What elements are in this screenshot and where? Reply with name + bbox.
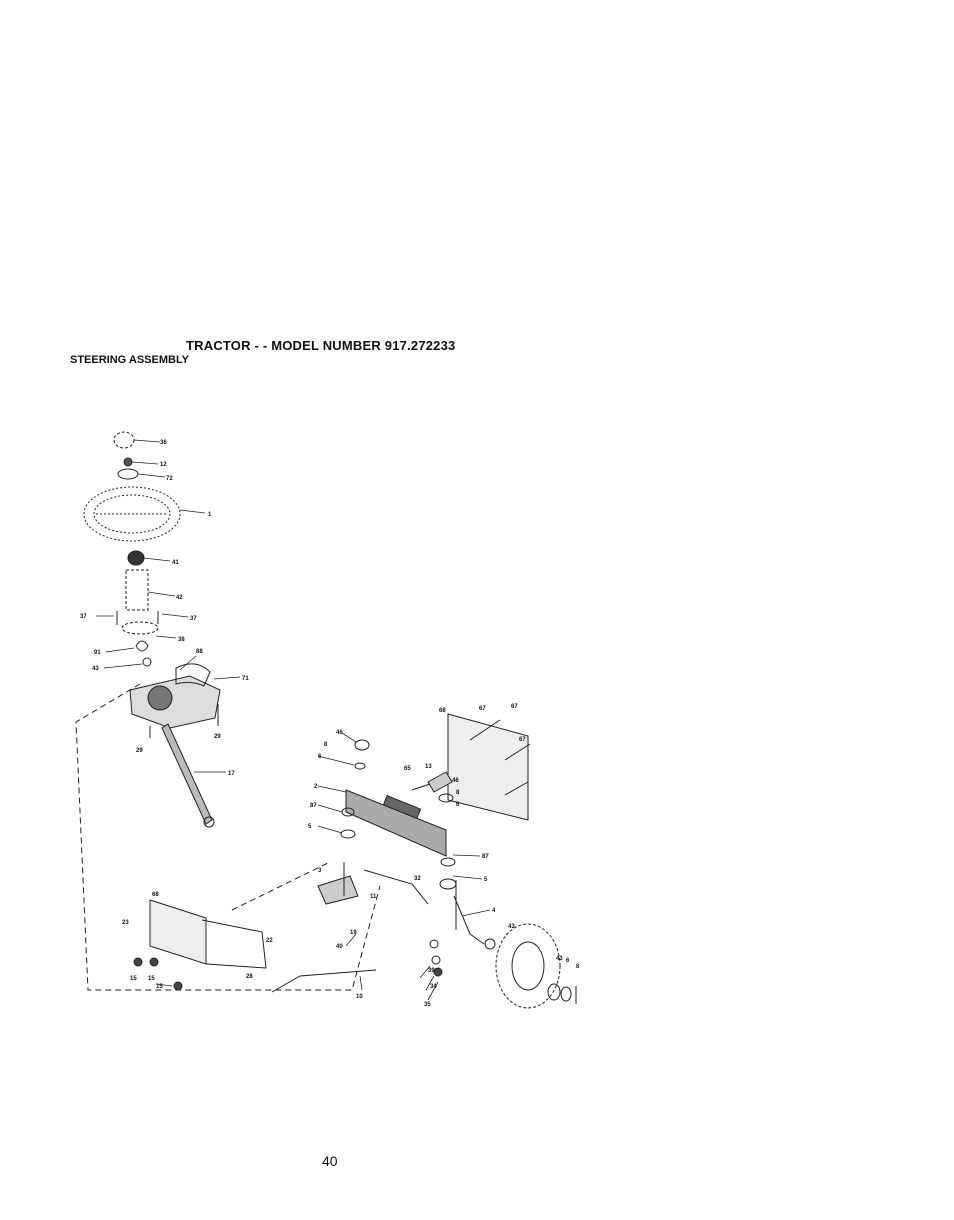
part-label-29-right: 29 bbox=[214, 734, 221, 740]
part-label-67-c: 67 bbox=[519, 737, 526, 743]
part-label-38: 38 bbox=[178, 637, 185, 643]
part-label-39: 39 bbox=[428, 968, 435, 974]
front-wheel bbox=[495, 923, 561, 1009]
part-label-19: 19 bbox=[350, 930, 357, 936]
part-label-2: 2 bbox=[314, 784, 318, 790]
steering-wheel bbox=[83, 486, 181, 542]
part-label-6-left: 6 bbox=[318, 754, 322, 760]
page-number: 40 bbox=[322, 1153, 338, 1169]
steering-bracket bbox=[149, 899, 207, 965]
part-label-43-right: 43 bbox=[508, 924, 515, 930]
part-label-68-bracket: 68 bbox=[152, 892, 159, 898]
part-label-1: 1 bbox=[208, 512, 212, 518]
part-label-15-b: 15 bbox=[148, 976, 155, 982]
part-label-22: 22 bbox=[266, 938, 273, 944]
part-label-23: 23 bbox=[122, 920, 129, 926]
part-label-6-right: 6 bbox=[456, 802, 460, 808]
part-label-17: 17 bbox=[228, 771, 235, 777]
part-label-37-left: 37 bbox=[80, 614, 87, 620]
part-label-5-left: 5 bbox=[308, 824, 312, 830]
part-label-65: 65 bbox=[404, 766, 411, 772]
part-label-36: 36 bbox=[160, 440, 167, 446]
part-label-42: 42 bbox=[176, 595, 183, 601]
steering-shaft bbox=[161, 723, 213, 825]
part-label-32: 32 bbox=[414, 876, 421, 882]
part-label-10: 10 bbox=[356, 994, 363, 1000]
part-label-15-c: 15 bbox=[156, 984, 163, 990]
part-label-91: 91 bbox=[94, 650, 101, 656]
part-label-71: 71 bbox=[242, 676, 249, 682]
part-label-72: 72 bbox=[166, 476, 173, 482]
part-label-41: 41 bbox=[172, 560, 179, 566]
part-label-4: 4 bbox=[492, 908, 496, 914]
page-title: TRACTOR - - MODEL NUMBER 917.272233 bbox=[186, 338, 456, 353]
part-label-8-left: 8 bbox=[324, 742, 328, 748]
part-label-37-right: 37 bbox=[190, 616, 197, 622]
part-label-46-right: 46 bbox=[452, 778, 459, 784]
section-title: STEERING ASSEMBLY bbox=[70, 354, 189, 366]
part-label-8-right: 8 bbox=[456, 790, 460, 796]
part-label-87-right: 87 bbox=[482, 854, 489, 860]
part-label-43-wheel: 43 bbox=[556, 956, 563, 962]
part-label-6-wheel: 6 bbox=[566, 958, 570, 964]
part-label-34: 34 bbox=[430, 984, 437, 990]
part-label-43: 43 bbox=[92, 666, 99, 672]
part-label-68-top: 68 bbox=[439, 708, 446, 714]
part-label-3: 3 bbox=[318, 868, 322, 874]
part-label-15-a: 15 bbox=[130, 976, 137, 982]
part-label-11: 11 bbox=[370, 894, 377, 900]
part-label-88: 88 bbox=[196, 649, 203, 655]
part-label-13: 13 bbox=[425, 764, 432, 770]
part-label-35: 35 bbox=[424, 1002, 431, 1008]
steering-gear bbox=[129, 675, 221, 729]
part-label-46-left: 46 bbox=[336, 730, 343, 736]
part-label-67-b: 67 bbox=[511, 704, 518, 710]
part-label-28: 28 bbox=[246, 974, 253, 980]
steering-cap bbox=[113, 431, 135, 449]
part-label-12: 12 bbox=[160, 462, 167, 468]
part-label-40: 40 bbox=[336, 944, 343, 950]
part-label-87-left: 87 bbox=[310, 803, 317, 809]
part-label-5-right: 5 bbox=[484, 877, 488, 883]
part-label-67-a: 67 bbox=[479, 706, 486, 712]
part-label-8-wheel: 8 bbox=[576, 964, 580, 970]
part-label-29-left: 29 bbox=[136, 748, 143, 754]
